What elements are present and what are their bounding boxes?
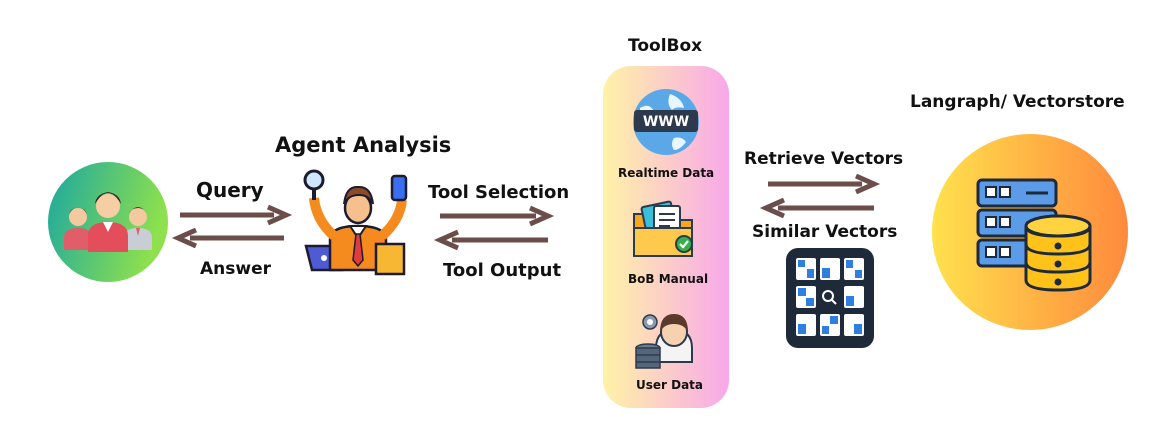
similar-vectors-arrow [759, 197, 874, 219]
agent-analysis-title: Agent Analysis [275, 133, 452, 157]
www-text: WWW [643, 114, 689, 130]
query-arrow [180, 204, 293, 226]
tool-selection-label: Tool Selection [428, 182, 570, 203]
folder-manual-icon [633, 200, 693, 257]
answer-arrow [171, 227, 284, 249]
server-database-icon [976, 178, 1092, 292]
toolbox-title: ToolBox [628, 36, 703, 56]
retrieve-vectors-arrow [768, 173, 881, 195]
retrieve-vectors-label: Retrieve Vectors [744, 149, 904, 169]
tool-output-arrow [433, 229, 548, 251]
similar-vectors-label: Similar Vectors [752, 222, 898, 242]
vectorstore-node [932, 134, 1128, 330]
tool-label-user-data: User Data [636, 378, 704, 392]
tool-label-realtime-data: Realtime Data [618, 166, 715, 180]
tool-output-label: Tool Output [443, 260, 562, 281]
tool-label-bob-manual: BoB Manual [628, 272, 709, 286]
tool-selection-arrow [440, 205, 555, 227]
vector-search-icon [786, 248, 874, 348]
users-group-icon [64, 192, 152, 252]
globe-www-icon: WWW [633, 89, 699, 155]
answer-label: Answer [200, 259, 271, 279]
users-node [48, 162, 168, 282]
query-label: Query [196, 178, 264, 202]
agent-businessman-icon [303, 169, 408, 276]
user-database-icon [635, 314, 693, 369]
vectorstore-title: Langraph/ Vectorstore [910, 92, 1125, 112]
